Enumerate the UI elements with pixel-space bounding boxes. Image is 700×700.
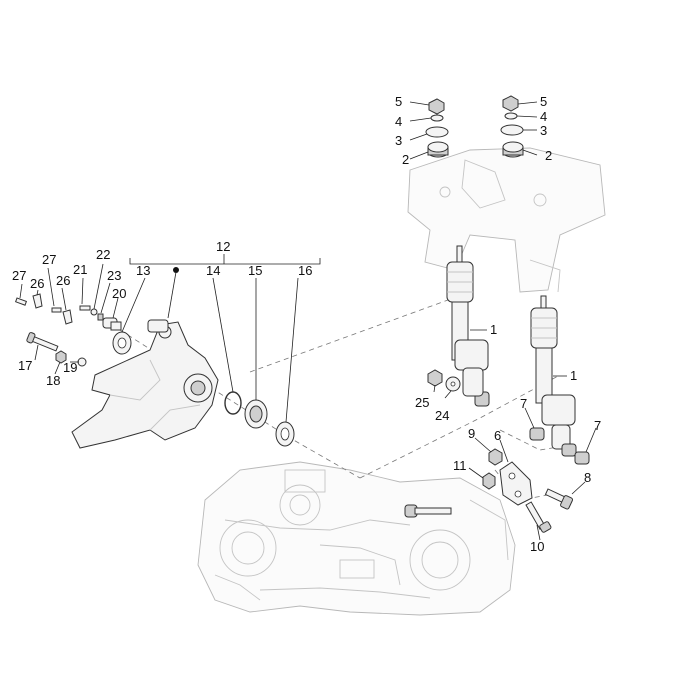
nut-25 — [427, 369, 443, 387]
swing-arm — [71, 319, 219, 449]
clip-26b — [62, 309, 73, 325]
washer-19 — [77, 357, 87, 367]
bolt-8 — [544, 488, 573, 510]
callout-7-right: 7 — [594, 418, 601, 433]
top-mount-stack-right — [500, 95, 524, 158]
callout-26-second: 26 — [56, 273, 70, 288]
subassembly-dot — [173, 267, 179, 273]
bearing-15 — [244, 399, 268, 429]
bracket-6 — [499, 461, 533, 506]
callout-4-left: 4 — [395, 114, 402, 129]
frame-bracket — [407, 147, 606, 293]
callout-17: 17 — [18, 358, 32, 373]
callout-27-left: 27 — [12, 268, 26, 283]
callout-21: 21 — [73, 262, 87, 277]
callout-5-right: 5 — [540, 94, 547, 109]
callout-19: 19 — [63, 360, 77, 375]
callout-26: 26 — [30, 276, 44, 291]
callout-22: 22 — [96, 247, 110, 262]
seal-16 — [275, 421, 295, 447]
callout-5-left: 5 — [395, 94, 402, 109]
callout-10: 10 — [530, 539, 544, 554]
callout-13: 13 — [136, 263, 150, 278]
callout-3-left: 3 — [395, 133, 402, 148]
sensor-20 — [102, 317, 122, 331]
group-bracket-12 — [129, 254, 321, 265]
shock-absorber-left — [446, 245, 490, 407]
callout-12: 12 — [216, 239, 230, 254]
callout-9: 9 — [468, 426, 475, 441]
callout-labels: 5 4 3 2 5 4 3 2 1 1 25 24 7 7 9 6 11 8 1… — [12, 94, 601, 554]
leader-lines — [19, 101, 597, 541]
callout-24: 24 — [435, 408, 449, 423]
washer-22 — [90, 308, 98, 316]
callout-6: 6 — [494, 428, 501, 443]
callout-25: 25 — [415, 395, 429, 410]
callout-1-left: 1 — [490, 322, 497, 337]
callout-20: 20 — [112, 286, 126, 301]
callout-2-left: 2 — [402, 152, 409, 167]
callout-2-right: 2 — [545, 148, 552, 163]
callout-1-right: 1 — [570, 368, 577, 383]
callout-14: 14 — [206, 263, 220, 278]
engine-block — [197, 461, 516, 616]
callout-23: 23 — [107, 268, 121, 283]
callout-4-right: 4 — [540, 109, 547, 124]
callout-11: 11 — [453, 458, 467, 473]
callout-3-right: 3 — [540, 123, 547, 138]
screw-21 — [79, 305, 91, 311]
bolt-17 — [26, 332, 59, 352]
callout-16: 16 — [298, 263, 312, 278]
clip-23 — [97, 313, 104, 321]
callout-15: 15 — [248, 263, 262, 278]
nut-9 — [488, 448, 503, 466]
shock-absorber-right — [530, 295, 577, 457]
bushing-7b — [574, 451, 590, 465]
bolt-10 — [525, 501, 552, 533]
screw-27b — [51, 307, 62, 313]
bracket-26 — [32, 293, 43, 309]
callout-27-mid: 27 — [42, 252, 56, 267]
screw-27a — [14, 297, 28, 306]
circlip-14 — [224, 391, 242, 415]
seal-13 — [112, 331, 132, 355]
callout-7-left: 7 — [520, 396, 527, 411]
top-mount-stack-left — [425, 98, 449, 158]
nut-11 — [482, 472, 496, 490]
engine-mount-bolt — [404, 504, 452, 518]
callout-8: 8 — [584, 470, 591, 485]
nut-18 — [55, 350, 67, 364]
callout-18: 18 — [46, 373, 60, 388]
bushing-7a — [529, 427, 545, 441]
washer-24 — [445, 376, 461, 392]
